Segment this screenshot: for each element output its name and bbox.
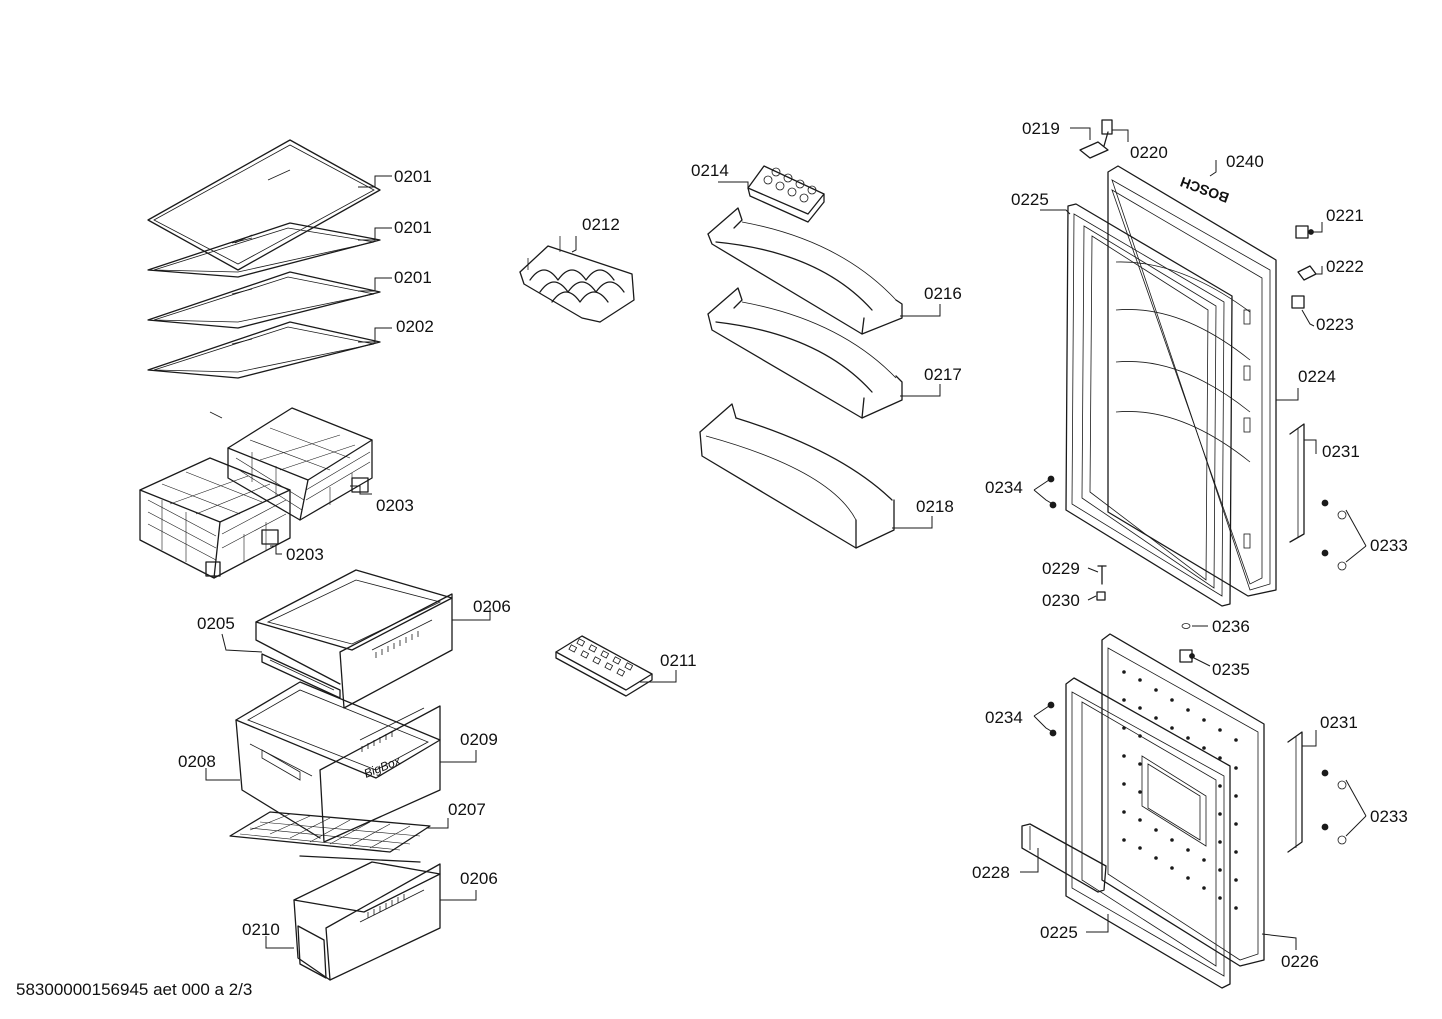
callout-0223: 0223	[1316, 315, 1354, 334]
callout-0216: 0216	[924, 284, 962, 303]
callout-0234b: 0234	[985, 708, 1023, 727]
callout-0207: 0207	[448, 800, 486, 819]
callout-0208: 0208	[178, 752, 216, 771]
hinge-pin-0236	[1181, 623, 1191, 629]
callout-0240: 0240	[1226, 152, 1264, 171]
drawer-0206-upper	[255, 569, 453, 709]
seal-0223	[1291, 295, 1305, 309]
callout-0219: 0219	[1022, 119, 1060, 138]
callout-0205: 0205	[197, 614, 235, 633]
callout-0201c: 0201	[394, 268, 432, 287]
callout-0206a: 0206	[473, 597, 511, 616]
hinge-0220	[1101, 119, 1113, 147]
callout-0226: 0226	[1281, 952, 1319, 971]
upper-door-seal-0225	[1065, 203, 1233, 607]
callout-0231a: 0231	[1322, 442, 1360, 461]
callout-0212: 0212	[582, 215, 620, 234]
callout-0231b: 0231	[1320, 713, 1358, 732]
glass-shelf-0202	[147, 321, 381, 419]
callout-0203a: 0203	[376, 496, 414, 515]
ice-cube-tray-0211	[555, 635, 653, 697]
callout-0233b: 0233	[1370, 807, 1408, 826]
callout-0229: 0229	[1042, 559, 1080, 578]
callout-0206b: 0206	[460, 869, 498, 888]
callout-labels: 0201 0201 0201 0202 0203 0203 0205 0206 …	[178, 119, 1408, 971]
callout-0230: 0230	[1042, 591, 1080, 610]
hinge-cover-0219	[1079, 141, 1109, 159]
callout-0203b: 0203	[286, 545, 324, 564]
wire-basket-0203-rear	[227, 407, 373, 521]
cover-0222	[1297, 265, 1317, 281]
callout-0201b: 0201	[394, 218, 432, 237]
callout-0217: 0217	[924, 365, 962, 384]
glass-shelf-0201-top	[147, 139, 381, 271]
cover-0228	[1021, 823, 1107, 893]
cover-0221	[1295, 225, 1314, 239]
bigbox-logo: BigBox	[362, 753, 403, 781]
callout-0228: 0228	[972, 863, 1010, 882]
bush-0230	[1096, 591, 1106, 601]
wire-basket-0203-front	[139, 457, 291, 579]
upper-door-0224: BOSCH	[1107, 165, 1277, 597]
callout-0236: 0236	[1212, 617, 1250, 636]
drawer-cover-0210	[297, 925, 327, 979]
screws-0234-upper	[1047, 475, 1057, 509]
screws-0233-lower	[1321, 769, 1347, 845]
bigbox-drawer-grip	[361, 731, 393, 752]
door-shelf-0217	[707, 287, 903, 419]
document-reference: 58300000156945 aet 000 a 2/3	[16, 980, 253, 999]
callout-0209: 0209	[460, 730, 498, 749]
hinge-bush-0235	[1179, 649, 1195, 663]
lower-door-0226	[1101, 633, 1265, 967]
callout-0202: 0202	[396, 317, 434, 336]
callout-0235: 0235	[1212, 660, 1250, 679]
callout-0218: 0218	[916, 497, 954, 516]
screws-0233-upper	[1321, 499, 1347, 571]
callout-0225a: 0225	[1011, 190, 1049, 209]
drawer-0206-lower-grip	[367, 894, 405, 918]
door-handle-0231-lower	[1287, 731, 1303, 853]
leader-lines	[205, 127, 1367, 950]
callout-0225b: 0225	[1040, 923, 1078, 942]
lower-door-seal-0225	[1065, 677, 1231, 989]
door-shelf-0218	[699, 403, 895, 549]
callout-0201a: 0201	[394, 167, 432, 186]
callout-0234a: 0234	[985, 478, 1023, 497]
glass-shelf-0201-third	[147, 271, 381, 329]
lower-door-perforation	[1122, 670, 1238, 910]
wire-grid-0207	[229, 811, 431, 863]
callout-0233a: 0233	[1370, 536, 1408, 555]
callout-0210: 0210	[242, 920, 280, 939]
screws-0234-lower	[1047, 701, 1057, 737]
drawer-0206-upper-grip	[375, 631, 419, 658]
door-shelf-0216	[707, 207, 903, 335]
egg-tray-0214	[747, 165, 825, 223]
drawer-0206-lower	[293, 861, 441, 981]
callout-0220: 0220	[1130, 143, 1168, 162]
door-handle-0231-upper	[1289, 423, 1305, 543]
callout-0221: 0221	[1326, 206, 1364, 225]
ice-cube-cells	[568, 638, 634, 677]
cover-plate-0205	[261, 653, 341, 699]
bosch-door-logo: BOSCH	[1178, 174, 1231, 206]
callout-0214: 0214	[691, 161, 729, 180]
bottle-rack-0212	[519, 236, 635, 323]
callout-0224: 0224	[1298, 367, 1336, 386]
callout-0211: 0211	[660, 651, 697, 670]
glass-shelf-0201-second	[147, 222, 381, 278]
pin-0229	[1097, 565, 1107, 585]
callout-0222: 0222	[1326, 257, 1364, 276]
